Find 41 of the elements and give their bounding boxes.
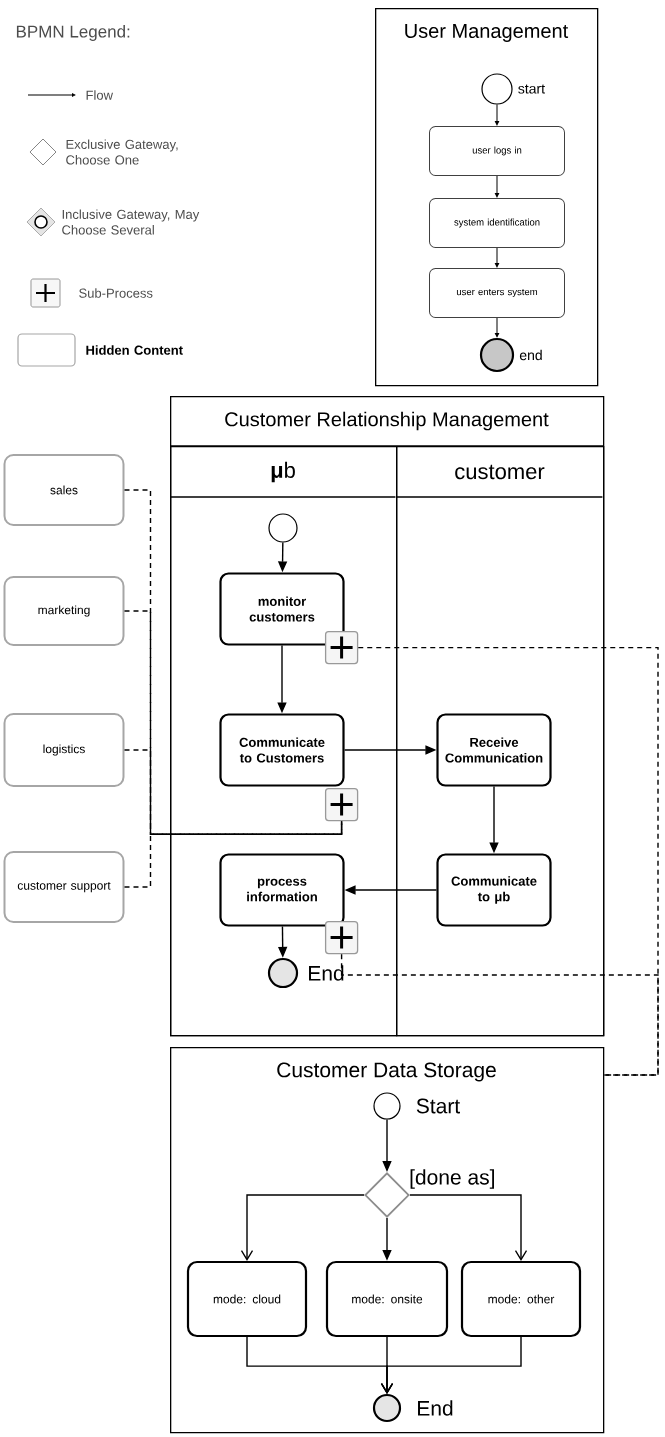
legend-label: Flow [86,90,113,100]
task-box: mode: onsite [325,1260,449,1338]
arrow [494,247,500,268]
task-box: mode: cloud [186,1260,308,1338]
lane-label: customer [455,464,545,480]
connector-line [123,749,343,835]
legend-title: BPMN Legend: [16,25,130,41]
legend-label: Hidden Content [86,345,183,355]
legend-label: Sub-Process [79,288,153,298]
arrow [494,317,500,338]
hidden-content-box: customer support [3,851,125,923]
task-box: user logs in [429,126,565,176]
arrow [494,175,500,198]
task-box: system identification [429,198,565,248]
connector-line [123,820,343,888]
event-label: End [418,1400,453,1416]
task-box: monitor customers [219,572,345,646]
event-label: [done as] [410,1169,494,1189]
arrow [409,1194,528,1261]
task-box: process information [219,853,345,927]
event-label: End [309,965,344,981]
hidden-content-box: logistics [3,713,125,787]
connector-line [357,646,659,1076]
event-label: Start [416,1098,460,1114]
task-box: mode: other [460,1260,582,1338]
arrow [380,1336,522,1394]
arrow [240,1194,365,1261]
hidden-content-box: marketing [3,576,125,646]
task-box: Communicate to Customers [219,713,345,787]
task-box: Communicate to μb [436,853,552,927]
task-box: Receive Communication [436,713,552,787]
arrow [494,104,500,126]
legend-label: Inclusive Gateway, May Choose Several [62,209,200,235]
start-event-circle [268,513,298,543]
event-label: end [519,349,542,361]
lane-label: μb [271,461,295,483]
connector-line [340,953,659,1076]
task-box: user enters system [429,268,565,318]
legend-label: Exclusive Gateway, Choose One [66,139,178,165]
hidden-content-box: sales [3,454,125,526]
event-label: start [518,84,545,94]
